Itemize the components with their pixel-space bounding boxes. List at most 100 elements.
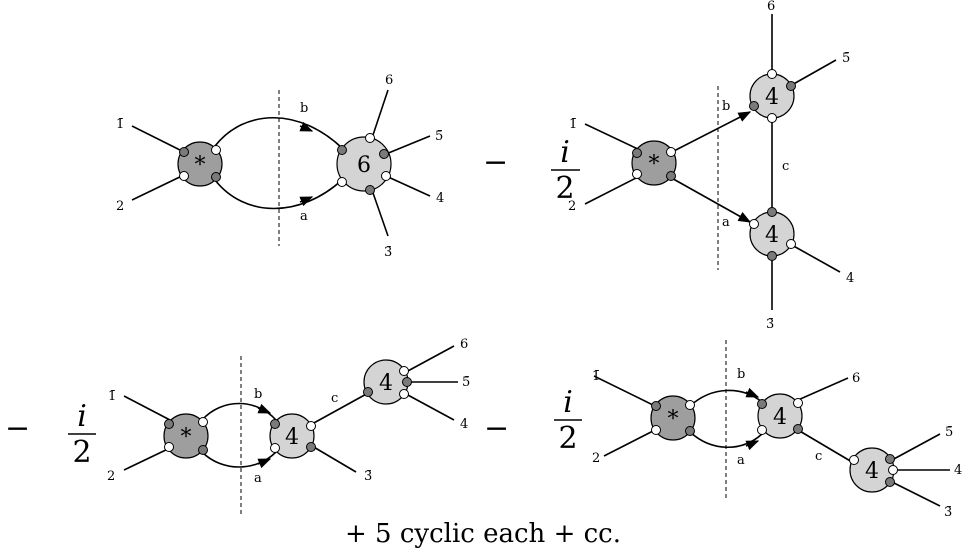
dot-white bbox=[888, 465, 898, 475]
leg-6 bbox=[797, 377, 849, 401]
leg-1bar bbox=[584, 123, 641, 151]
leg-4 bbox=[789, 243, 841, 273]
label-4: 4 bbox=[436, 191, 444, 206]
label-5bar: 5̄ bbox=[462, 375, 470, 390]
label-5bar: 5̄ bbox=[945, 425, 953, 440]
star-symbol: * bbox=[195, 153, 206, 178]
coef-denominator: 2 bbox=[555, 171, 574, 206]
label-1bar: 1̄ bbox=[116, 117, 124, 132]
label-4: 4 bbox=[846, 271, 854, 286]
label-1bar: 1̄ bbox=[108, 389, 116, 404]
propagator-c bbox=[311, 391, 371, 425]
propagator-b bbox=[689, 389, 763, 407]
label-3bar: 3̄ bbox=[944, 505, 952, 520]
label-6: 6 bbox=[767, 0, 775, 14]
label-2: 2 bbox=[116, 199, 124, 214]
label-1bar: 1̄ bbox=[592, 369, 600, 384]
dot-white bbox=[651, 425, 661, 435]
arrow-b bbox=[299, 121, 314, 132]
arrow-b bbox=[257, 403, 272, 414]
minus-sign: − bbox=[5, 411, 30, 446]
vertex-4-top-label: 4 bbox=[765, 85, 779, 110]
label-4: 4 bbox=[954, 463, 962, 478]
arrow-a bbox=[257, 458, 272, 469]
dot-gray bbox=[270, 419, 280, 429]
vertex-4-mid bbox=[269, 413, 315, 459]
dot-gray bbox=[885, 454, 895, 464]
leg-3bar bbox=[311, 445, 357, 473]
dot-gray bbox=[198, 445, 208, 455]
label-3bar: 3̄ bbox=[364, 469, 372, 484]
dot-gray bbox=[685, 426, 695, 436]
label-6: 6 bbox=[460, 337, 468, 352]
leg-6 bbox=[405, 345, 455, 373]
coef-numerator: i bbox=[563, 385, 573, 420]
label-b: b bbox=[254, 387, 262, 402]
label-c: c bbox=[782, 159, 789, 174]
vertex-4-mid-label: 4 bbox=[285, 425, 299, 450]
minus-sign: − bbox=[484, 411, 509, 446]
dot-white bbox=[399, 366, 409, 376]
star-symbol: * bbox=[668, 407, 679, 432]
label-b: b bbox=[300, 101, 308, 116]
leg-1bar bbox=[123, 395, 171, 421]
leg-1bar bbox=[131, 125, 187, 154]
label-2: 2 bbox=[592, 451, 600, 466]
vertex-4-bottom-label: 4 bbox=[765, 223, 779, 248]
dot-white bbox=[164, 442, 174, 452]
dot-gray bbox=[767, 207, 777, 217]
vertex-4-right-label: 4 bbox=[865, 459, 879, 484]
dot-gray bbox=[365, 185, 375, 195]
dot-gray bbox=[402, 377, 412, 387]
coef-denominator: 2 bbox=[558, 421, 577, 456]
dot-white bbox=[179, 171, 189, 181]
label-2: 2 bbox=[107, 469, 115, 484]
diagram-2: − i 2 * 4 4 1̄ 2 b a c bbox=[483, 0, 854, 332]
label-b: b bbox=[722, 99, 730, 114]
arrow-b bbox=[745, 387, 760, 398]
label-a: a bbox=[300, 209, 308, 224]
dot-white bbox=[365, 133, 375, 143]
arrow-a bbox=[745, 440, 760, 451]
dot-gray bbox=[632, 148, 642, 158]
propagator-b bbox=[201, 402, 277, 421]
dot-gray bbox=[211, 172, 221, 182]
diagram-3: − i 2 * 4 4 1̄ 2 b bbox=[5, 337, 470, 516]
label-b: b bbox=[737, 367, 745, 382]
dot-white bbox=[767, 113, 777, 123]
dot-white bbox=[749, 219, 759, 229]
dot-white bbox=[757, 425, 767, 435]
leg-2 bbox=[123, 447, 171, 471]
diagram-1: * 6 1̄ 2 b a 6 5̄ 4 3̄ bbox=[116, 73, 444, 260]
dot-gray bbox=[379, 149, 389, 159]
dot-white bbox=[666, 147, 676, 157]
dot-white bbox=[849, 455, 859, 465]
label-3bar: 3̄ bbox=[766, 317, 774, 332]
vertex-6 bbox=[336, 136, 392, 192]
leg-2 bbox=[603, 429, 656, 457]
propagator-b bbox=[214, 117, 343, 149]
label-c: c bbox=[815, 449, 822, 464]
leg-6 bbox=[371, 89, 389, 139]
dot-gray bbox=[164, 419, 174, 429]
label-3bar: 3̄ bbox=[384, 245, 392, 260]
vertex-4-mid bbox=[757, 393, 803, 439]
dot-white bbox=[198, 417, 208, 427]
footer-text: + 5 cyclic each + cc. bbox=[345, 519, 621, 549]
propagator-a bbox=[689, 431, 763, 449]
leg-3bar bbox=[891, 481, 941, 507]
leg-4 bbox=[385, 175, 431, 197]
dot-gray bbox=[885, 477, 895, 487]
label-5bar: 5̄ bbox=[842, 51, 850, 66]
coef-numerator: i bbox=[77, 399, 87, 434]
dot-white bbox=[381, 171, 391, 181]
label-a: a bbox=[737, 453, 745, 468]
dot-white bbox=[270, 443, 280, 453]
leg-5bar bbox=[891, 433, 941, 461]
propagator-c bbox=[797, 429, 853, 463]
label-6: 6 bbox=[385, 73, 393, 88]
propagator-b bbox=[667, 111, 752, 155]
label-1bar: 1̄ bbox=[569, 117, 577, 132]
coef-denominator: 2 bbox=[72, 435, 91, 470]
